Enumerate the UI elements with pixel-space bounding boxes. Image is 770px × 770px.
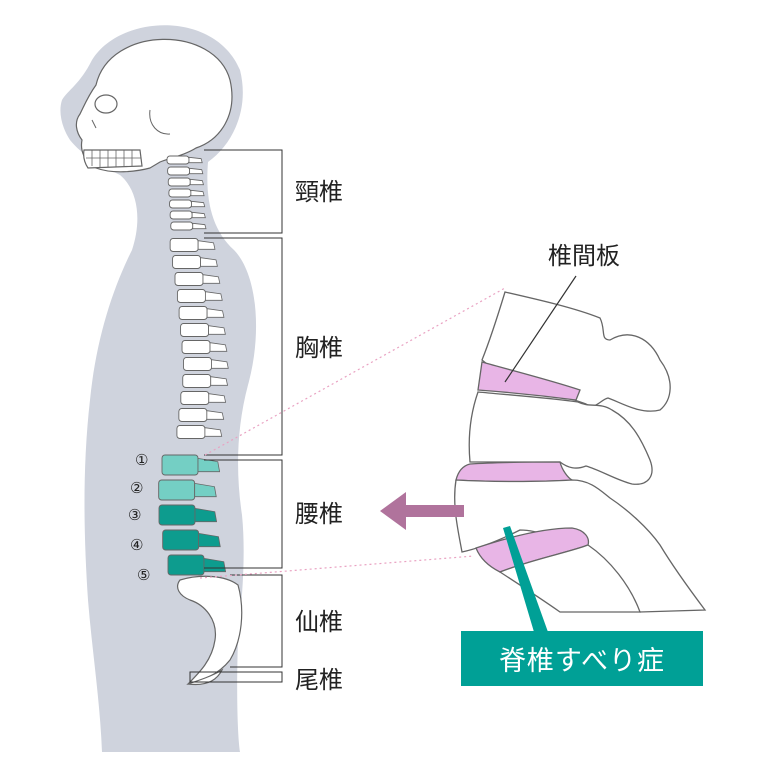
cervical-vertebra xyxy=(168,188,205,198)
skull xyxy=(75,38,233,173)
spine xyxy=(158,155,229,576)
cervical-vertebra xyxy=(166,155,203,165)
thoracic-vertebra xyxy=(180,391,227,405)
zoom-vertebra-2 xyxy=(468,391,653,485)
disc-pointer xyxy=(504,275,577,383)
sacrum-bracket xyxy=(230,574,283,668)
slip-arrow xyxy=(380,492,464,530)
cervical-label: 頸椎 xyxy=(295,178,343,206)
zoom-disc-2 xyxy=(455,461,575,483)
coccyx-bracket xyxy=(189,671,283,683)
cervical-vertebra xyxy=(169,210,206,220)
thoracic-vertebra xyxy=(180,323,226,337)
zoom-line-bottom xyxy=(199,555,475,579)
zoom-disc-1 xyxy=(477,361,581,401)
thoracic-vertebra xyxy=(176,289,223,303)
lumbar-number-1: ① xyxy=(135,451,149,469)
lumbar-vertebra-4 xyxy=(162,529,221,551)
lumbar-number-5: ⑤ xyxy=(137,566,151,584)
lumbar-vertebra-2 xyxy=(158,479,217,501)
region-brackets xyxy=(189,149,283,683)
cervical-vertebra xyxy=(167,177,204,187)
thoracic-vertebra xyxy=(182,374,229,388)
disc-label: 椎間板 xyxy=(548,242,620,270)
thoracic-vertebra xyxy=(172,255,218,269)
coccyx-label: 尾椎 xyxy=(295,666,343,694)
zoomed-vertebrae xyxy=(454,291,707,613)
thoracic-label: 胸椎 xyxy=(295,334,343,362)
thoracic-vertebra xyxy=(169,238,216,252)
lumbar-number-2: ② xyxy=(130,479,144,497)
lumbar-vertebra-3 xyxy=(158,504,218,526)
thoracic-vertebra xyxy=(178,306,225,320)
thoracic-vertebra xyxy=(176,425,223,439)
condition-label: 脊椎すべり症 xyxy=(461,631,703,686)
lumbar-vertebra-1 xyxy=(161,454,221,476)
thoracic-vertebra xyxy=(174,272,221,286)
lumbar-number-3: ③ xyxy=(128,506,142,524)
condition-pointer xyxy=(503,526,548,632)
lumbar-label: 腰椎 xyxy=(295,500,343,528)
thoracic-vertebra xyxy=(178,408,225,422)
thoracic-bracket xyxy=(204,237,283,456)
lumbar-number-4: ④ xyxy=(130,536,144,554)
cervical-bracket xyxy=(204,149,283,234)
cervical-vertebra xyxy=(170,221,207,231)
lumbar-bracket xyxy=(204,459,283,569)
zoom-line-top xyxy=(204,287,506,456)
cervical-vertebra xyxy=(169,199,206,209)
thoracic-vertebra xyxy=(181,340,228,354)
cervical-vertebra xyxy=(167,166,204,176)
thoracic-vertebra xyxy=(183,357,229,371)
sacrum-label: 仙椎 xyxy=(295,608,343,636)
